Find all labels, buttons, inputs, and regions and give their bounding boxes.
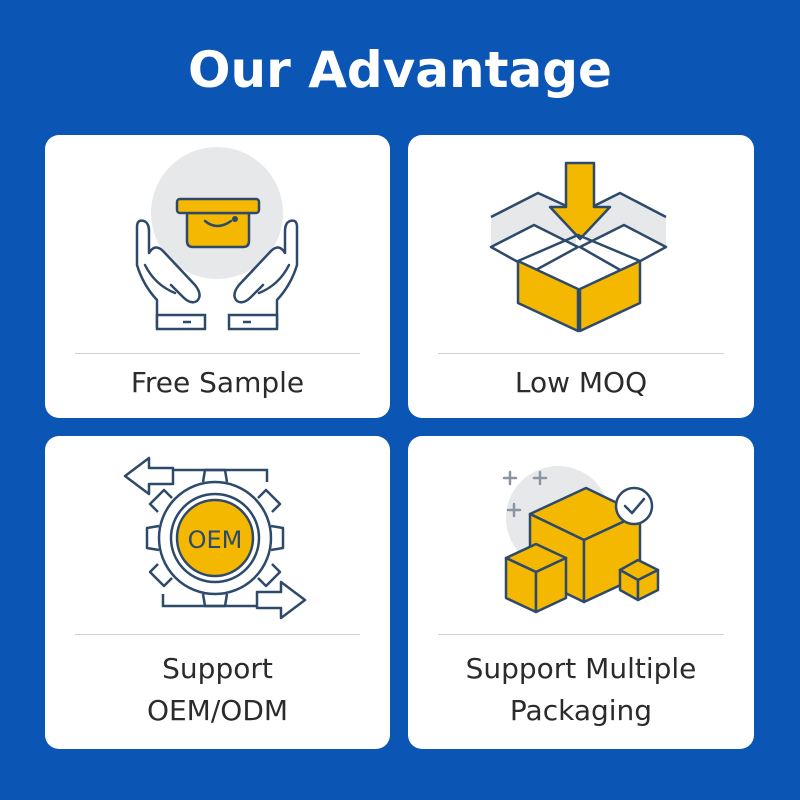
label-line: Free Sample xyxy=(130,366,305,399)
card-label-support-multiple-packaging: Support Multiple Packaging xyxy=(408,648,754,732)
label-line: Support xyxy=(162,652,273,685)
oem-badge-text: OEM xyxy=(188,526,243,554)
card-label-low-moq: Low MOQ xyxy=(408,362,754,404)
support-multiple-packaging-card: Support Multiple Packaging xyxy=(408,436,754,749)
hands-holding-box-icon xyxy=(135,147,299,331)
box-arrow-down-icon xyxy=(489,161,668,333)
support-oem-odm-card: OEM Support OEM/ODM xyxy=(45,436,390,749)
gear-cycle-icon: OEM xyxy=(123,456,307,620)
label-line: OEM/ODM xyxy=(146,694,289,727)
label-line: Support Multiple xyxy=(465,652,697,685)
card-divider xyxy=(438,353,724,354)
page-title: Our Advantage xyxy=(188,41,612,99)
stacked-boxes-check-icon xyxy=(502,466,660,614)
card-divider xyxy=(75,353,360,354)
card-divider xyxy=(75,634,360,635)
label-line: Packaging xyxy=(509,694,653,727)
label-line: Low MOQ xyxy=(514,366,648,399)
check-circle-icon xyxy=(614,486,654,526)
card-label-free-sample: Free Sample xyxy=(45,362,390,404)
free-sample-card: Free Sample xyxy=(45,135,390,418)
low-moq-card: Low MOQ xyxy=(408,135,754,418)
card-label-support-oem-odm: Support OEM/ODM xyxy=(45,648,390,732)
card-divider xyxy=(438,634,724,635)
